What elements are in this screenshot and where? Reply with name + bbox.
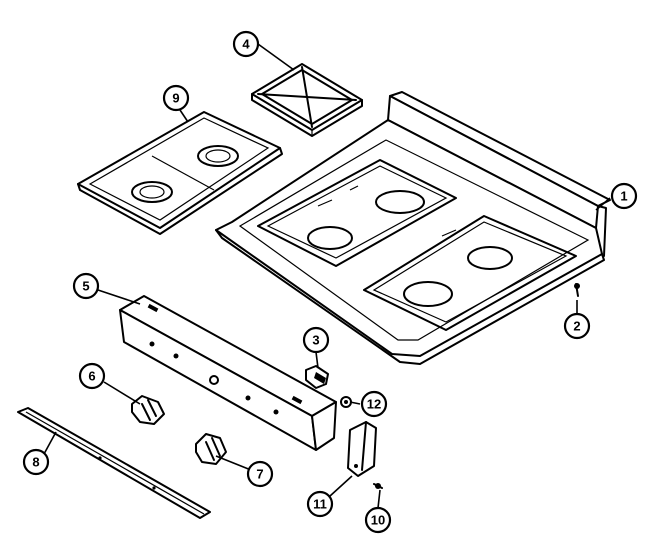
svg-text:9: 9 xyxy=(172,91,179,106)
svg-text:2: 2 xyxy=(573,319,580,334)
igniter-switch xyxy=(305,365,329,389)
callout-10: 10 xyxy=(364,506,392,534)
svg-text:3: 3 xyxy=(312,333,319,348)
main-cooktop-panel xyxy=(215,91,611,365)
callout-2: 2 xyxy=(563,312,591,340)
cooktop-screw xyxy=(574,283,580,297)
callout-12: 12 xyxy=(360,390,388,418)
svg-text:4: 4 xyxy=(242,37,250,52)
svg-text:12: 12 xyxy=(367,397,381,412)
callout-5: 5 xyxy=(72,272,100,300)
callout-7: 7 xyxy=(246,460,274,488)
svg-text:7: 7 xyxy=(256,467,263,482)
callout-1: 1 xyxy=(610,182,638,210)
callout-8: 8 xyxy=(22,448,50,476)
callout-3: 3 xyxy=(302,326,330,354)
svg-text:11: 11 xyxy=(313,497,327,512)
leader-lines xyxy=(43,43,611,509)
control-knob-upper xyxy=(131,395,165,425)
callout-9: 9 xyxy=(162,84,190,112)
screw xyxy=(373,483,383,489)
svg-text:1: 1 xyxy=(620,189,627,204)
control-panel xyxy=(119,295,337,451)
trim-strip xyxy=(17,407,211,519)
callout-4: 4 xyxy=(232,30,260,58)
svg-text:6: 6 xyxy=(88,369,95,384)
svg-text:8: 8 xyxy=(32,455,39,470)
callout-6: 6 xyxy=(78,362,106,390)
mounting-bracket xyxy=(347,421,377,477)
svg-text:5: 5 xyxy=(82,279,89,294)
retaining-clip xyxy=(340,396,352,408)
callout-11: 11 xyxy=(306,490,334,518)
burner-plate xyxy=(77,111,283,235)
burner-grate xyxy=(251,63,363,137)
svg-text:10: 10 xyxy=(371,513,385,528)
control-knob-lower xyxy=(195,433,227,465)
